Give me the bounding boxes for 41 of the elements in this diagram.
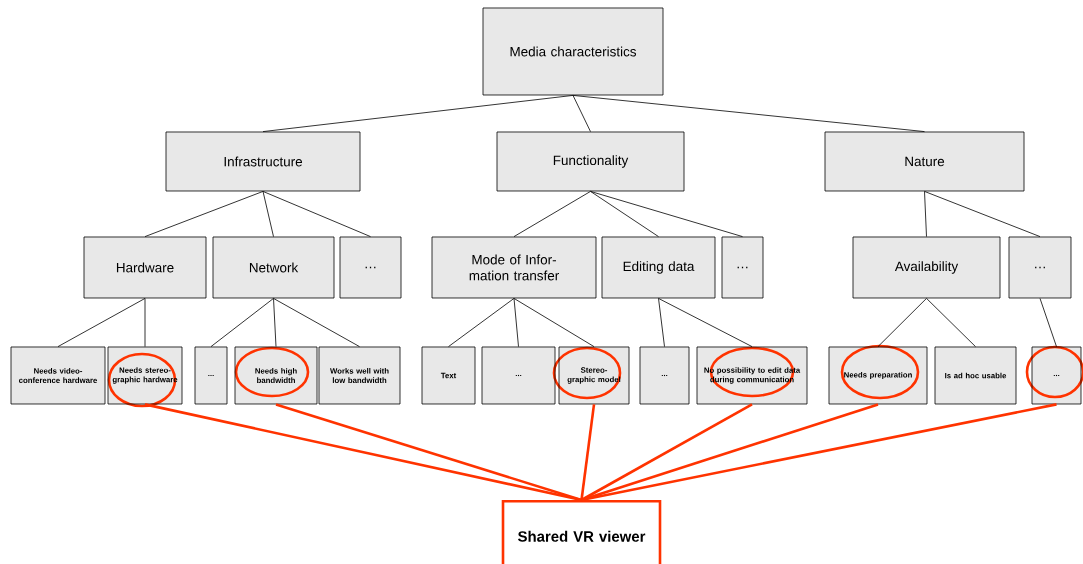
category-box: Mode of Infor- mation transfer (431, 236, 597, 299)
category-box: … (339, 236, 402, 299)
tree-line (572, 95, 925, 132)
tree-line (1039, 298, 1057, 347)
tree-line (572, 95, 591, 132)
tree-line (448, 298, 515, 347)
tree-line (273, 298, 360, 347)
highlight-line (275, 403, 582, 502)
highlight-line (144, 403, 582, 502)
highlight-line (581, 403, 1057, 502)
category-box: Network (212, 236, 335, 299)
category-box: Media characteristics (482, 7, 664, 96)
tree-line (658, 298, 753, 347)
category-box: … (1008, 236, 1072, 299)
tree-line (262, 95, 574, 132)
tree-line (590, 191, 743, 237)
tree-line (210, 298, 274, 347)
tree-line (144, 191, 264, 237)
tree-line (658, 298, 665, 347)
tree-line (926, 298, 976, 347)
category-box: … (721, 236, 764, 299)
tree-line (513, 191, 591, 237)
tree-line (57, 298, 146, 347)
category-box: Editing data (601, 236, 716, 299)
tree-line (262, 191, 371, 237)
category-box: Infrastructure (165, 131, 361, 192)
category-box: Availability (852, 236, 1001, 299)
tree-line (513, 298, 595, 347)
tree-line (513, 298, 519, 347)
tree-line (262, 191, 274, 237)
tree-line (590, 191, 659, 237)
category-box: Hardware (83, 236, 207, 299)
tree-line (144, 298, 146, 347)
category-box: Functionality (496, 131, 685, 192)
tree-line (273, 298, 277, 347)
category-box: Nature (824, 131, 1025, 192)
tree-line (924, 191, 1041, 237)
tree-line (924, 191, 927, 237)
highlight-box: Shared VR viewer (501, 500, 662, 564)
highlight-line (580, 404, 596, 501)
tree-line (877, 298, 927, 347)
